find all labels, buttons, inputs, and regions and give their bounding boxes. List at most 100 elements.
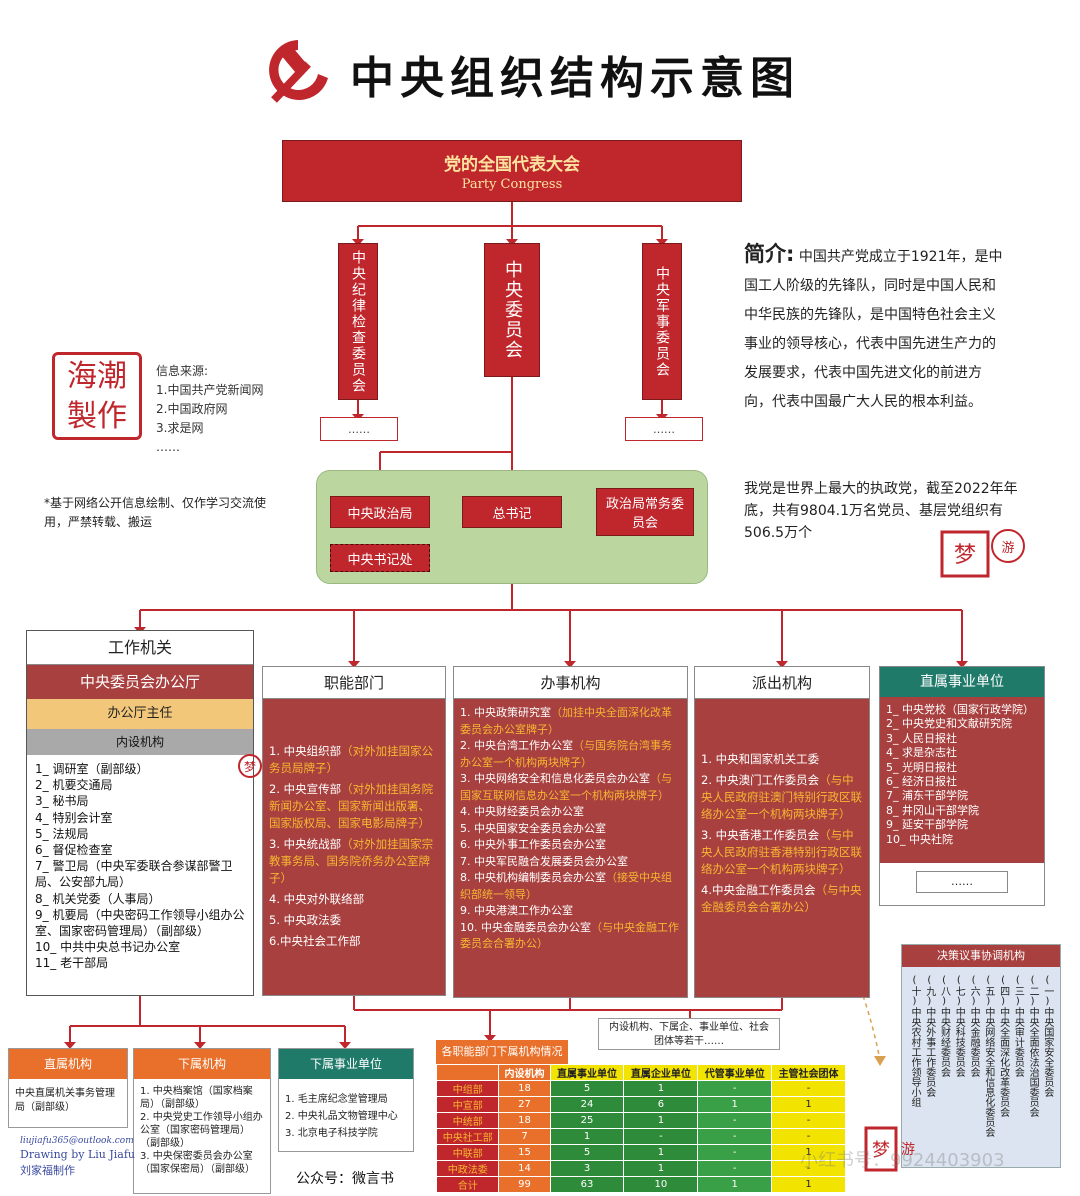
sub-org-list: 1. 中央档案馆（国家档案局）（副部级）2. 中央党史工作领导小组办公室（国家密…	[134, 1079, 270, 1182]
offices-item: 2. 中央台湾工作办公室（与国务院台湾事务办公室一个机构两块牌子）	[460, 738, 681, 771]
stats-cell: 1	[623, 1080, 699, 1097]
coordination-number: (十)	[909, 975, 920, 1007]
functional-item-note: （对外加挂国家公务员局牌子）	[269, 744, 434, 775]
work-organ-item: 7_ 警卫局（中央军委联合参谋部警卫局、公安部九局）	[35, 859, 233, 890]
stats-cell: 24	[549, 1096, 625, 1113]
functional-item-note: （对外加挂国家宗教事务局、国务院侨务办公室牌子）	[269, 837, 434, 885]
military-more: ……	[625, 417, 703, 441]
stats-cell: 1	[623, 1160, 699, 1177]
stats-header-cell: 主管社会团体	[771, 1064, 846, 1081]
functional-item-note: （对外加挂国务院新闻办公室、国家新闻出版署、国家版权局、国家电影局牌子）	[269, 782, 434, 830]
coordination-name: 中央农村工作领导小组	[909, 1007, 920, 1107]
offices-item-name: 10. 中央金融委员会办公室	[460, 920, 591, 934]
work-organ-item: 5_ 法规局	[35, 826, 89, 841]
coordination-name: 中央国家安全委员会	[1041, 1007, 1053, 1097]
functional-item-name: 5. 中央政法委	[269, 913, 342, 927]
coordination-number: (五)	[982, 975, 994, 1007]
central-committee-box: 中央委员会	[484, 243, 540, 377]
offices-item: 5. 中央国家安全委员会办公室	[460, 821, 681, 838]
office-director-box: 办公厅主任	[27, 699, 253, 729]
dispatched-item-note: （与中央金融委员会合署办公）	[701, 883, 862, 914]
public-unit-item: 2_ 中央党史和文献研究院	[886, 717, 1012, 731]
offices-item: 9. 中央港澳工作办公室	[460, 903, 681, 920]
stats-cell: 合计	[435, 1176, 500, 1193]
functional-item: 6.中央社会工作部	[269, 933, 439, 950]
work-organ-item: 1_ 调研室（副部级）	[35, 762, 149, 776]
offices-column: 办事机构 1. 中央政策研究室（加挂中央全面深化改革委员会办公室牌子）2. 中央…	[453, 666, 688, 998]
stats-header-cell: 内设机构	[498, 1064, 551, 1081]
svg-text:游: 游	[1001, 541, 1014, 556]
dream-seal-icon: 梦	[238, 742, 262, 790]
work-organ-item: 3_ 秘书局	[35, 794, 89, 809]
stats-cell: 15	[498, 1144, 551, 1161]
coordination-number: (六)	[968, 975, 980, 1007]
work-organ-item: 4_ 特别会计室	[35, 810, 113, 825]
public-unit-item: 9_ 延安干部学院	[886, 818, 968, 832]
dispatched-item-name: 3. 中央香港工作委员会	[701, 828, 820, 842]
coordination-number: (二)	[1027, 975, 1039, 1007]
coordination-number: (三)	[1012, 975, 1024, 1007]
work-organ-column: 工作机关 中央委员会办公厅 办公厅主任 内设机构 1_ 调研室（副部级）2_ 机…	[26, 630, 254, 996]
stats-cell: 63	[549, 1176, 625, 1193]
stats-table-panel: 各职能部门下属机构情况 内设机构直属事业单位直属企业单位代管事业单位主管社会团体…	[435, 1040, 846, 1193]
sub-unit-item: 3. 北京电子科技学院	[285, 1128, 378, 1139]
svg-text:梦: 梦	[244, 760, 256, 774]
intro-stats: 我党是世界上最大的执政党，截至2022年年底，共有9804.1万名党员、基层党组…	[744, 481, 1018, 541]
offices-item-name: 3. 中央网络安全和信息化委员会办公室	[460, 772, 650, 785]
stats-cell: -	[771, 1128, 846, 1145]
offices-list: 1. 中央政策研究室（加挂中央全面深化改革委员会办公室牌子）2. 中央台湾工作办…	[454, 699, 687, 997]
stats-cell: -	[697, 1112, 773, 1129]
offices-item-name: 5. 中央国家安全委员会办公室	[460, 821, 606, 835]
intro-text: 中国共产党成立于1921年，是中国工人阶级的先锋队，同时是中国人民和中华民族的先…	[744, 249, 1003, 410]
work-organ-item: 9_ 机要局（中央密码工作领导小组办公室、国家密码管理局）（副部级）	[35, 907, 245, 939]
credit-email: liujiafu365@outlook.com	[20, 1136, 134, 1146]
offices-item-name: 7. 中央军民融合发展委员会办公室	[460, 854, 628, 868]
stats-cell: -	[697, 1080, 773, 1097]
coordination-name: 中央金融委员会	[968, 1007, 980, 1077]
stats-cell: 中政法委	[435, 1160, 500, 1177]
public-unit-item: 1_ 中央党校（国家行政学院）	[886, 703, 1034, 716]
coordination-number: (八)	[938, 975, 950, 1007]
offices-item: 10. 中央金融委员会办公室（与中央金融工作委员会合署办公）	[460, 920, 681, 953]
coordination-number: (一)	[1041, 975, 1053, 1007]
work-organ-item: 2_ 机要交通局	[35, 778, 113, 793]
offices-item-name: 6. 中央外事工作委员会办公室	[460, 838, 606, 851]
public-unit-item: 10_ 中央社院	[886, 832, 953, 846]
hammer-sickle-icon	[258, 34, 338, 110]
public-unit-item: 6_ 经济日报社	[886, 775, 957, 789]
offices-item-note: （与国家互联网信息办公室一个机构两块牌子）	[460, 772, 672, 802]
dispatched-item-note: （与中央人民政府驻澳门特别行政区联络办公室一个机构两块牌子）	[701, 773, 862, 821]
sources-block: 信息来源: 1.中国共产党新闻网 2.中国政府网 3.求是网 ……	[156, 362, 263, 457]
dispatched-item-note: （与中央人民政府驻香港特别行政区联络办公室一个机构两块牌子）	[701, 828, 862, 876]
functional-item-name: 4. 中央对外联络部	[269, 892, 365, 906]
stats-header-cell	[435, 1064, 500, 1081]
offices-item: 1. 中央政策研究室（加挂中央全面深化改革委员会办公室牌子）	[460, 705, 681, 738]
functional-item: 5. 中央政法委	[269, 912, 439, 929]
stats-cell: 27	[498, 1096, 551, 1113]
sources-label: 信息来源:	[156, 364, 209, 378]
offices-item: 4. 中央财经委员会办公室	[460, 804, 681, 821]
functional-item-name: 3. 中央统战部	[269, 837, 342, 851]
dispatched-item-name: 4.中央金融工作委员会	[701, 883, 816, 897]
party-congress-box: 党的全国代表大会 Party Congress	[282, 140, 742, 202]
offices-item-name: 9. 中央港澳工作办公室	[460, 904, 573, 917]
source-item: 2.中国政府网	[156, 402, 228, 416]
svg-text:梦: 梦	[872, 1140, 890, 1161]
stats-cell: 中统部	[435, 1112, 500, 1129]
svg-text:梦: 梦	[954, 543, 976, 568]
public-unit-item: 3_ 人民日报社	[886, 731, 957, 745]
stats-cell: 中联部	[435, 1144, 500, 1161]
coordination-item: (五)中央网络安全和信息化委员会	[982, 975, 995, 1155]
stats-cell: -	[697, 1160, 773, 1177]
functional-head: 职能部门	[263, 667, 445, 699]
offices-item-name: 4. 中央财经委员会办公室	[460, 805, 584, 818]
credit-cn: 刘家福制作	[20, 1164, 75, 1177]
stats-cell: 1	[697, 1176, 773, 1193]
coordination-item: (七)中央科技委员会	[952, 975, 965, 1155]
